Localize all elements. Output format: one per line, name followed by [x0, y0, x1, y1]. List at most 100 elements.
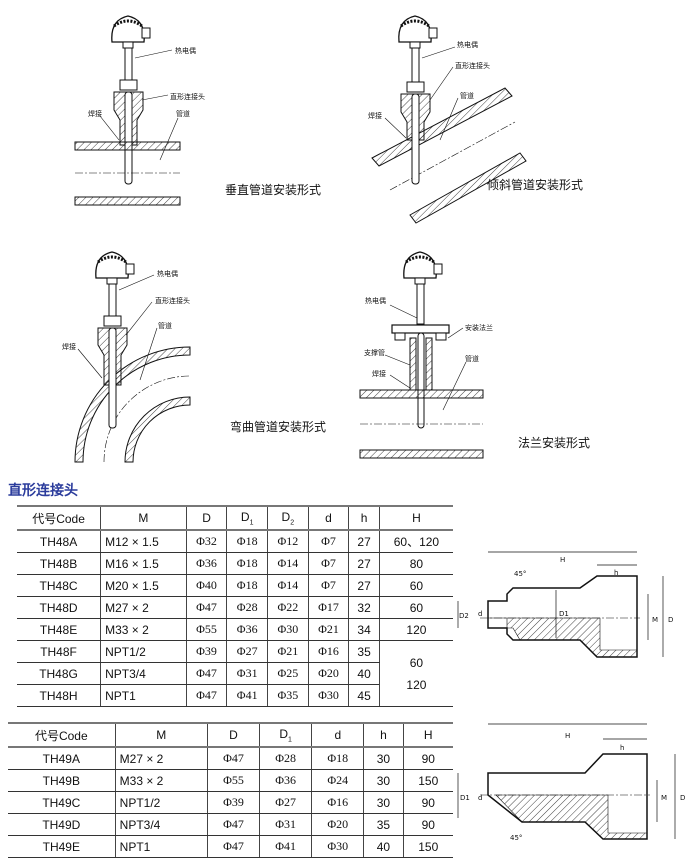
- header-cell: D1: [259, 722, 312, 748]
- label-thermocouple: 热电偶: [457, 40, 478, 49]
- table-cell: 60、120: [378, 530, 453, 553]
- bent-install-diagram: 热电偶 直形连接头 管道 焊接 弯曲管道安装形式: [62, 250, 326, 463]
- table-cell: TH49B: [8, 769, 116, 792]
- dim-D2: D2: [459, 612, 469, 620]
- table-cell: 120: [378, 618, 453, 641]
- table-cell: Φ24: [311, 769, 364, 792]
- table-cell: 27: [348, 574, 380, 597]
- table-cell: 60: [378, 574, 453, 597]
- table-cell: 30: [363, 747, 403, 770]
- label-weld: 焊接: [368, 111, 382, 120]
- header-label: H: [423, 728, 433, 742]
- table-cell: Φ21: [267, 640, 309, 663]
- caption-inclined: 倾斜管道安装形式: [487, 177, 583, 192]
- table-cell: Φ7: [307, 552, 349, 575]
- table-cell: Φ47: [206, 835, 260, 858]
- table-cell: Φ14: [267, 552, 309, 575]
- table-cell: TH49D: [8, 813, 116, 836]
- header-cell: D2: [267, 505, 309, 531]
- table-cell: 27: [348, 530, 380, 553]
- table-cell: Φ16: [311, 791, 364, 814]
- header-label: D: [202, 511, 211, 525]
- table-cell: M33 × 2: [100, 618, 187, 641]
- table-cell: NPT3/4: [100, 662, 187, 685]
- table-cell: Φ20: [311, 813, 364, 836]
- table-cell: Φ18: [311, 747, 364, 770]
- table-cell: Φ40: [185, 574, 227, 597]
- table-cell: Φ39: [185, 640, 227, 663]
- table-cell: Φ47: [206, 813, 260, 836]
- table-cell: Φ31: [226, 662, 268, 685]
- table-cell: NPT1/2: [100, 640, 187, 663]
- header-cell: d: [307, 505, 349, 531]
- table-cell: M33 × 2: [114, 769, 208, 792]
- header-cell: h: [363, 722, 403, 748]
- caption-flange: 法兰安装形式: [518, 435, 590, 450]
- flange-install-diagram: 热电偶 安装法兰 支撑管 焊接 管道 法兰安装形式: [359, 250, 590, 459]
- table-cell: Φ16: [307, 640, 349, 663]
- table-cell: TH48B: [17, 552, 101, 575]
- table-cell: 35: [363, 813, 403, 836]
- table-cell: 40: [348, 662, 380, 685]
- merged-H-value: 120: [406, 677, 427, 692]
- header-label: d: [325, 511, 332, 525]
- table-cell: TH48C: [17, 574, 101, 597]
- dim-h: h: [614, 569, 618, 577]
- table-cell: 80: [378, 552, 453, 575]
- header-label: h: [360, 511, 368, 525]
- table-cell: Φ27: [259, 791, 312, 814]
- table-cell: TH48F: [17, 640, 101, 663]
- dim-M: M: [652, 616, 658, 624]
- table-cell: TH49A: [8, 747, 116, 770]
- header-cell: D: [185, 505, 227, 531]
- th49-drawing: H h D M D1 d 45°: [457, 723, 685, 842]
- table-cell: 27: [348, 552, 380, 575]
- table-cell: 90: [402, 813, 453, 836]
- header-subscript: 2: [290, 519, 295, 527]
- label-support-tube: 支撑管: [364, 348, 385, 357]
- table-cell: Φ25: [267, 662, 309, 685]
- table-cell: TH48E: [17, 618, 101, 641]
- table-cell: Φ27: [226, 640, 268, 663]
- table-cell: Φ30: [311, 835, 364, 858]
- dim-D1: D1: [559, 610, 569, 618]
- table-cell: Φ18: [226, 552, 268, 575]
- table-cell: Φ30: [267, 618, 309, 641]
- table-cell: Φ18: [226, 574, 268, 597]
- table-cell: Φ12: [267, 530, 309, 553]
- label-weld: 焊接: [372, 369, 386, 378]
- table-cell: Φ36: [185, 552, 227, 575]
- table-cell: 30: [363, 791, 403, 814]
- table-cell: TH48A: [17, 530, 101, 553]
- header-cell: H: [378, 505, 453, 531]
- table-cell: Φ28: [226, 596, 268, 619]
- label-pipe: 管道: [176, 109, 190, 118]
- th48-drawing: H h D M D1 D2 d 45°: [457, 551, 673, 658]
- label-flange: 安装法兰: [465, 323, 493, 332]
- dim-angle: 45°: [514, 570, 526, 578]
- table-cell: NPT1/2: [114, 791, 208, 814]
- table-cell: Φ36: [259, 769, 312, 792]
- table-cell: Φ55: [206, 769, 260, 792]
- table-cell: 30: [363, 769, 403, 792]
- table-cell: NPT1: [100, 684, 187, 707]
- label-thermocouple: 热电偶: [365, 296, 386, 305]
- header-label: H: [412, 511, 421, 525]
- table-cell: 90: [402, 747, 453, 770]
- header-label: 代号Code: [32, 511, 85, 526]
- header-cell: D1: [226, 505, 268, 531]
- merged-H-value: 60: [409, 655, 424, 670]
- header-subscript: 1: [288, 736, 292, 744]
- header-label: d: [334, 728, 342, 742]
